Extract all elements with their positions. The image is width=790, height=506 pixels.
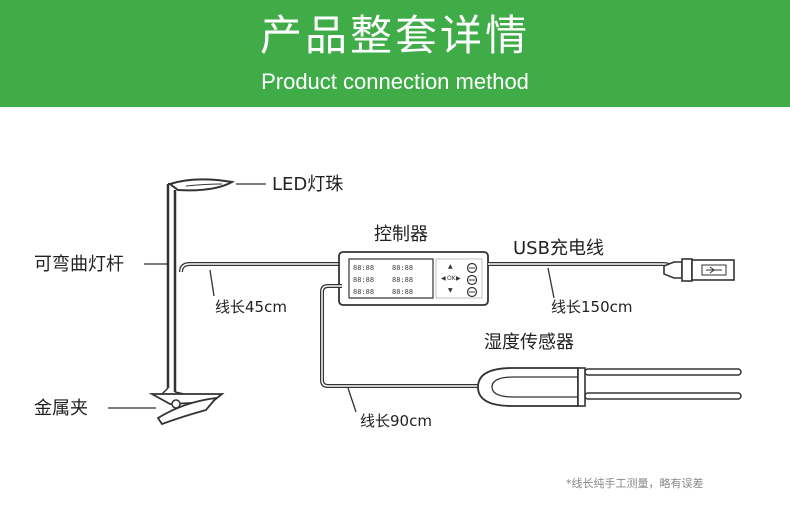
cable-45cm xyxy=(179,262,340,273)
display-row-3b: 88:88 xyxy=(392,288,413,296)
button-down[interactable]: ▼ xyxy=(448,287,453,294)
display-row-3: 88:88 xyxy=(353,288,374,296)
button-ok[interactable]: OK xyxy=(447,275,457,282)
label-usb: USB充电线 xyxy=(513,238,604,259)
label-cable-150: 线长150cm xyxy=(551,298,633,316)
lamp-pole xyxy=(166,183,177,392)
display-row-2: 88:88 xyxy=(353,276,374,284)
led-head-icon xyxy=(167,178,235,192)
page-title: 产品整套详情 xyxy=(259,11,530,60)
label-controller: 控制器 xyxy=(374,224,428,245)
footnote: *线长纯手工测量，略有误差 xyxy=(566,477,704,490)
leader-lines xyxy=(108,183,555,413)
connection-diagram: 88:88 88:88 88:88 88:88 88:88 88:88 ▲ ◀ … xyxy=(34,174,742,430)
header-banner: 产品整套详情 Product connection method xyxy=(0,0,790,107)
label-clip: 金属夹 xyxy=(34,398,88,419)
button-up[interactable]: ▲ xyxy=(448,263,453,270)
label-sensor: 湿度传感器 xyxy=(484,332,574,353)
display-row-2b: 88:88 xyxy=(392,276,413,284)
page-subtitle: Product connection method xyxy=(261,69,529,94)
display-row-1b: 88:88 xyxy=(392,264,413,272)
metal-clip-icon xyxy=(148,387,225,426)
label-cable-90: 线长90cm xyxy=(360,412,432,430)
usb-plug-icon xyxy=(663,258,735,282)
button-left[interactable]: ◀ xyxy=(441,275,446,282)
humidity-sensor-icon xyxy=(477,367,742,407)
label-led: LED灯珠 xyxy=(272,174,343,195)
controller-box: 88:88 88:88 88:88 88:88 88:88 88:88 ▲ ◀ … xyxy=(338,251,489,306)
display-row-1: 88:88 xyxy=(353,264,374,272)
label-pole: 可弯曲灯杆 xyxy=(34,254,124,275)
label-cable-45: 线长45cm xyxy=(215,298,287,316)
button-right[interactable]: ▶ xyxy=(456,275,461,282)
